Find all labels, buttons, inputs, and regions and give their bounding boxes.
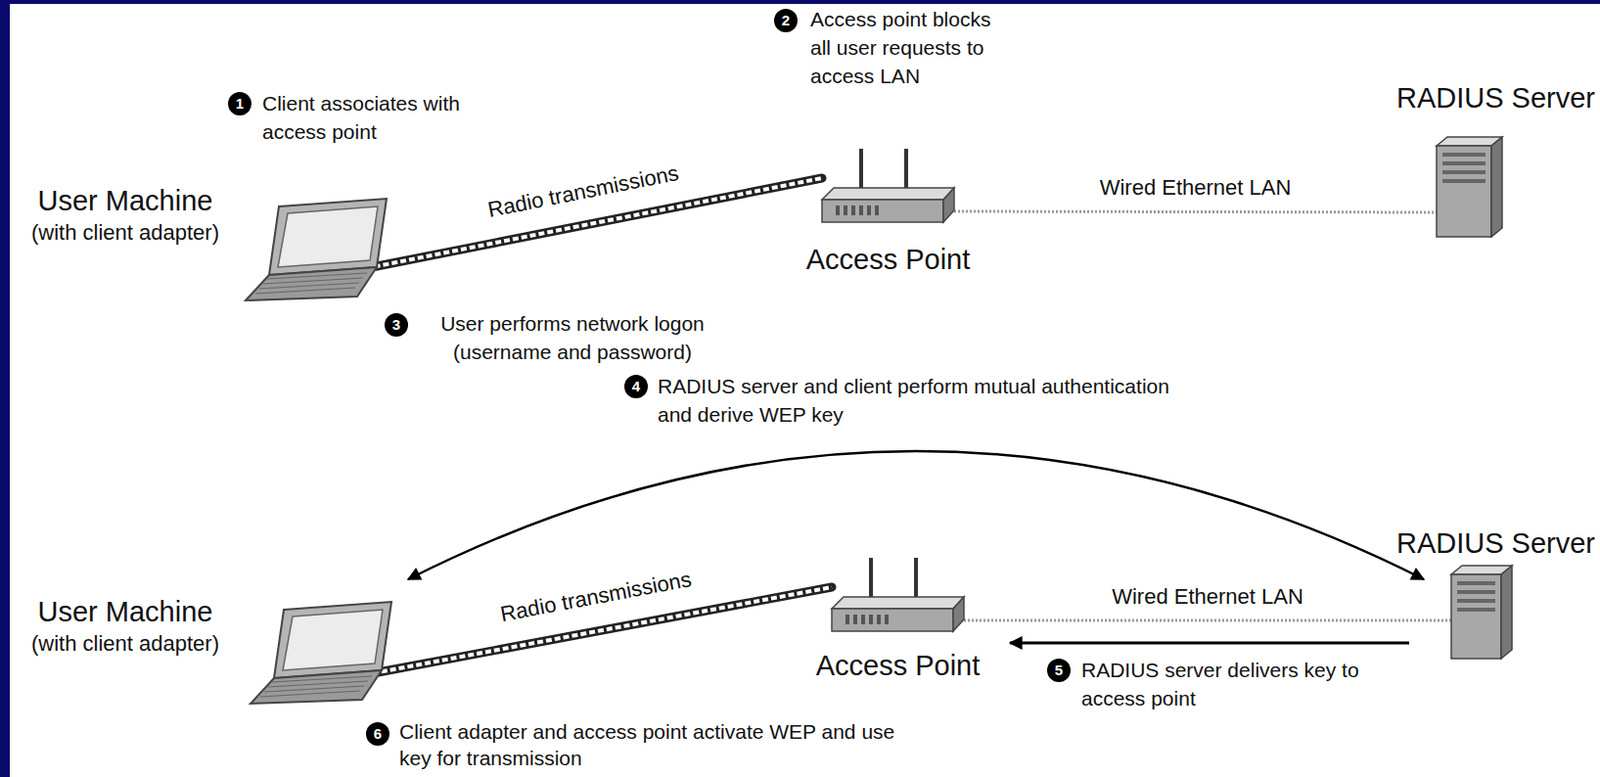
node-subtitle: (with client adapter) (7, 221, 243, 245)
callout-text: RADIUS server and client perform mutual … (657, 371, 1191, 429)
laptop-keys (263, 277, 364, 284)
laptop-keys (268, 681, 368, 687)
laptop-keys (255, 287, 356, 294)
ethernet-line (963, 619, 1452, 623)
callout-number: 5 (1047, 658, 1071, 683)
callout-number: 3 (384, 313, 409, 337)
access-point-vent (843, 205, 848, 216)
node-subtitle: (with client adapter) (7, 632, 243, 656)
access-point: Access Point (782, 148, 999, 286)
server-slot (1457, 590, 1496, 595)
connector-arrow (1009, 642, 1410, 644)
laptop-base (245, 267, 377, 301)
laptop-keys (259, 282, 360, 289)
server-icon (1451, 565, 1513, 660)
edge-label: Radio transmissions (482, 160, 684, 223)
edge-label: Wired Ethernet LAN (1108, 585, 1307, 609)
access-point-vent (851, 205, 856, 216)
access-point-top (822, 187, 955, 200)
laptop-screen (282, 609, 383, 671)
callout-text: Access point blocks all user requests to… (810, 4, 1011, 91)
server-slot (1457, 581, 1496, 586)
access-point-top (831, 596, 964, 609)
edge-label: Radio transmissions (496, 567, 697, 628)
callout-number: 6 (365, 722, 390, 746)
user-machine: User Machine (with client adapter) (7, 577, 395, 710)
radius-server: RADIUS Server (1360, 83, 1598, 245)
access-point-vent (853, 614, 858, 625)
access-point-vent (861, 614, 866, 625)
callout-text: User performs network logon (username an… (411, 309, 734, 366)
antenna (859, 148, 864, 192)
laptop-icon (239, 198, 389, 303)
server-side (1501, 565, 1512, 659)
ethernet-link (954, 211, 1437, 213)
laptop-keys (264, 685, 365, 692)
callout-text: Client adapter and access point activate… (399, 718, 909, 772)
callout-number: 2 (774, 8, 798, 33)
node-heading: Access Point (792, 650, 1004, 683)
access-point-vent (876, 614, 881, 625)
laptop-keys (260, 690, 361, 697)
server-slot (1442, 152, 1486, 157)
access-point: Access Point (792, 557, 1008, 695)
access-point-vent (874, 205, 879, 216)
laptop-keys (267, 273, 367, 279)
server-slot (1457, 607, 1496, 612)
server-slot (1457, 598, 1496, 603)
server-icon (1436, 137, 1504, 238)
server-slot (1442, 161, 1486, 166)
laptop-keys (272, 676, 372, 683)
arrow-line (1009, 641, 1410, 645)
server-side (1491, 137, 1503, 237)
edge-label: Wired Ethernet LAN (1097, 176, 1295, 200)
server-front (1451, 574, 1502, 659)
access-point-vent (859, 205, 864, 216)
access-point-icon (822, 148, 956, 224)
laptop-lid (269, 198, 387, 275)
ethernet-line (954, 211, 1437, 213)
radius-server: RADIUS Server (1360, 528, 1598, 666)
access-point-vent (867, 205, 871, 216)
callout-text: RADIUS server delivers key to access poi… (1081, 655, 1375, 713)
server-slot (1442, 179, 1486, 183)
node-heading: User Machine (7, 596, 243, 629)
ethernet-link (963, 620, 1452, 622)
user-machine: User Machine (with client adapter) (7, 185, 395, 304)
laptop-lid (274, 601, 392, 679)
access-point-front (822, 199, 944, 223)
node-heading: RADIUS Server (1360, 528, 1596, 560)
laptop-screen (277, 206, 378, 268)
antenna (904, 148, 909, 192)
access-point-side (953, 596, 964, 632)
server-front (1436, 145, 1492, 237)
antenna (914, 557, 918, 601)
access-point-vent (835, 205, 840, 216)
access-point-icon (831, 557, 965, 633)
access-point-side (943, 187, 955, 223)
access-point-front (831, 608, 954, 632)
laptop-base (250, 670, 382, 704)
callout-number: 1 (228, 91, 252, 116)
antenna (868, 557, 873, 601)
access-point-vent (884, 614, 889, 625)
laptop-icon (244, 601, 394, 706)
callout-text: Client associates with access point (262, 89, 488, 146)
node-heading: Access Point (782, 244, 994, 276)
access-point-vent (845, 614, 850, 625)
server-slot (1442, 170, 1486, 175)
node-heading: User Machine (7, 185, 243, 218)
node-heading: RADIUS Server (1360, 83, 1596, 115)
callout-number: 4 (624, 374, 648, 399)
access-point-vent (868, 614, 873, 625)
